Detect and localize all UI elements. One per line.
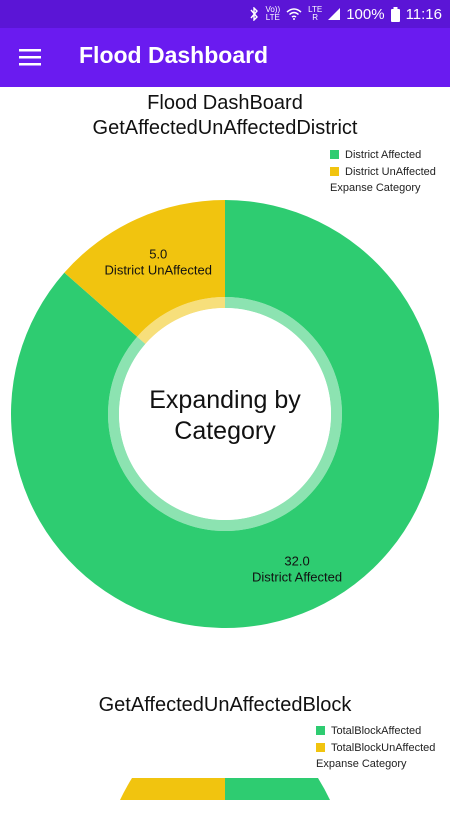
legend-swatch-block-affected [316,726,325,735]
block-slice-affected[interactable] [225,778,330,800]
wifi-icon [286,8,302,20]
volte-bottom-label: LTE [265,13,280,22]
legend-swatch-unaffected [330,167,339,176]
slice-category-label: District UnAffected [105,262,212,277]
status-icons: Vo)) LTE LTE R 100% 11:16 [249,0,442,28]
legend-swatch-affected [330,150,339,159]
slice-category-label: District Affected [252,569,342,584]
app-bar: Flood Dashboard [0,28,450,87]
chart-subtitle: GetAffectedUnAffectedDistrict [92,117,358,139]
legend-category-label: Expanse Category [330,182,421,194]
block-slice-unaffected[interactable] [120,778,225,800]
legend-label-block-unaffected: TotalBlockUnAffected [331,741,436,754]
app-title: Flood Dashboard [79,42,269,68]
hamburger-menu-icon[interactable] [18,45,42,69]
legend-item-unaffected[interactable]: District UnAffected [330,163,436,180]
legend-label-affected: District Affected [345,148,422,161]
slice-value-label: 32.0 [284,553,309,568]
donut-inner-ring-unaffected [137,297,225,344]
donut-center-text: Category [174,417,276,445]
district-chart-section: Flood DashBoard GetAffectedUnAffectedDis… [0,87,450,687]
battery-percent: 100% [346,5,385,23]
chart-title: Flood DashBoard [147,92,303,114]
bluetooth-icon [250,7,259,21]
lte-signal-label: LTE R [308,6,322,22]
legend-item-block-affected[interactable]: TotalBlockAffected [316,722,435,739]
signal-strength-icon [328,8,341,20]
slice-value-label: 5.0 [149,246,167,261]
donut-center-text: Expanding by [149,386,301,414]
donut-slice-affected[interactable] [10,200,439,628]
legend-label-block-affected: TotalBlockAffected [331,724,422,737]
legend-category-label-block: Expanse Category [316,758,407,770]
donut-center-hole [119,308,331,520]
clock: 11:16 [405,5,442,23]
battery-icon [390,6,400,22]
legend-item-block-unaffected[interactable]: TotalBlockUnAffected [316,739,435,756]
status-bar: Vo)) LTE LTE R 100% 11:16 [0,0,450,28]
legend-swatch-block-unaffected [316,743,325,752]
district-legend: District Affected District UnAffected Ex… [330,146,436,197]
chart-title-block: GetAffectedUnAffectedBlock [98,694,352,716]
roaming-label: R [312,13,319,22]
block-legend: TotalBlockAffected TotalBlockUnAffected … [316,722,435,773]
donut-slice-unaffected[interactable] [64,200,225,337]
block-chart-section: GetAffectedUnAffectedBlock TotalBlockAff… [0,690,450,800]
volte-icon: Vo)) LTE [265,6,280,22]
block-donut-chart-partial[interactable] [0,778,450,818]
legend-label-unaffected: District UnAffected [345,165,436,178]
lte-label: LTE [308,5,323,14]
legend-item-affected[interactable]: District Affected [330,146,436,163]
volte-top-label: Vo)) [265,5,281,14]
